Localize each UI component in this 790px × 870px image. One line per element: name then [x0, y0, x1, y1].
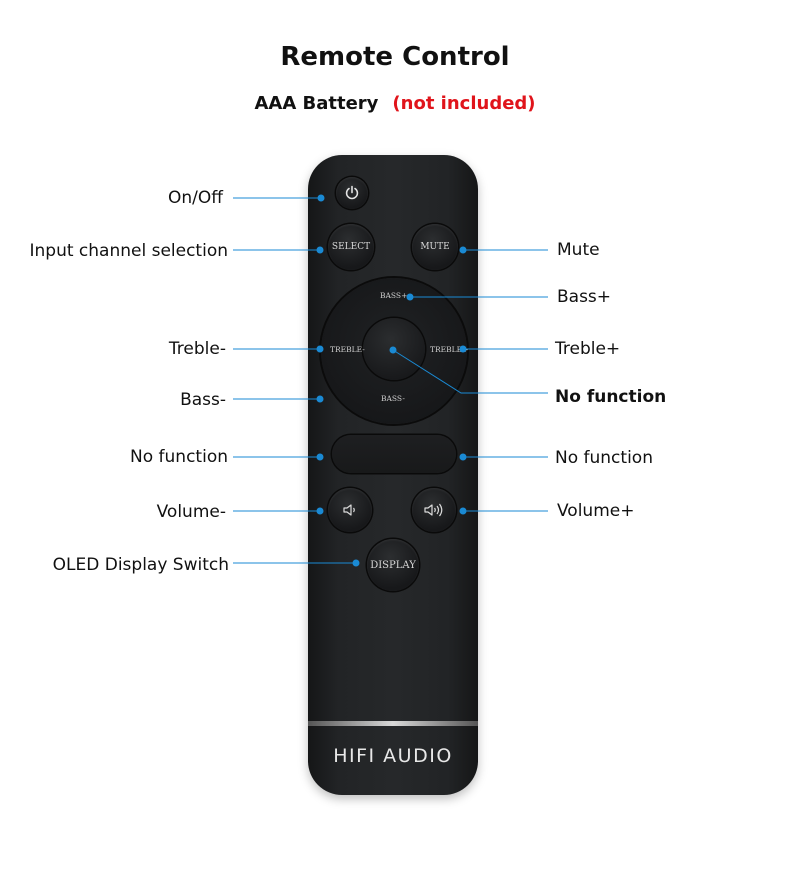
callout-dot-right-no-function — [459, 453, 467, 461]
power-button[interactable] — [336, 177, 368, 209]
remote-brand: HIFI AUDIO — [333, 745, 453, 767]
label-oled-display-switch: OLED Display Switch — [52, 555, 229, 575]
label-on-off: On/Off — [168, 188, 223, 208]
dpad: BASS+ TREBLE- TREBLE+ BASS- — [321, 278, 469, 424]
battery-note: (not included) — [392, 93, 536, 114]
label-bass-plus: Bass+ — [557, 287, 612, 307]
volume-up-button[interactable] — [412, 488, 456, 532]
label-right-no-function: No function — [555, 448, 653, 468]
label-left-no-function: No function — [130, 447, 228, 467]
display-button[interactable]: DISPLAY — [367, 539, 419, 591]
bass-plus-button[interactable]: BASS+ — [380, 291, 408, 300]
label-input-channel: Input channel selection — [29, 241, 228, 261]
callout-dot-bass-plus — [406, 293, 414, 301]
power-icon — [345, 185, 359, 200]
battery-text: AAA Battery — [254, 93, 379, 114]
remote-band — [308, 721, 478, 726]
volume-down-button[interactable] — [328, 488, 372, 532]
callout-dot-volume-minus — [316, 507, 324, 515]
callout-dot-on-off — [317, 194, 325, 202]
callout-dot-mute — [459, 246, 467, 254]
label-treble-plus: Treble+ — [555, 339, 621, 359]
callout-dot-bass-minus — [316, 395, 324, 403]
select-button[interactable]: SELECT — [328, 224, 374, 270]
no-function-bar-button[interactable] — [332, 435, 456, 473]
callout-dot-center — [389, 346, 397, 354]
treble-minus-button[interactable]: TREBLE- — [330, 345, 365, 354]
mute-button[interactable]: MUTE — [412, 224, 458, 270]
bass-minus-button[interactable]: BASS- — [381, 394, 405, 403]
callout-dot-volume-plus — [459, 507, 467, 515]
treble-plus-button[interactable]: TREBLE+ — [430, 345, 469, 354]
remote-control: SELECT MUTE BASS+ TREBLE- TREBLE+ BASS- … — [308, 155, 478, 795]
callout-dot-left-no-function — [316, 453, 324, 461]
callout-line-center — [392, 349, 548, 394]
label-bass-minus: Bass- — [180, 390, 226, 410]
label-volume-plus: Volume+ — [557, 501, 635, 521]
volume-up-icon — [424, 503, 443, 517]
callout-dot-input — [316, 246, 324, 254]
callout-dot-treble-plus — [459, 345, 467, 353]
volume-down-icon — [343, 504, 355, 516]
callout-dot-treble-minus — [316, 345, 324, 353]
page-title: Remote Control — [280, 42, 510, 72]
callout-dot-oled — [352, 559, 360, 567]
label-treble-minus: Treble- — [168, 339, 226, 359]
label-volume-minus: Volume- — [156, 502, 226, 522]
battery-line: AAA Battery (not included) — [0, 93, 790, 114]
label-mute: Mute — [557, 240, 600, 260]
label-center-no-function: No function — [555, 387, 667, 407]
